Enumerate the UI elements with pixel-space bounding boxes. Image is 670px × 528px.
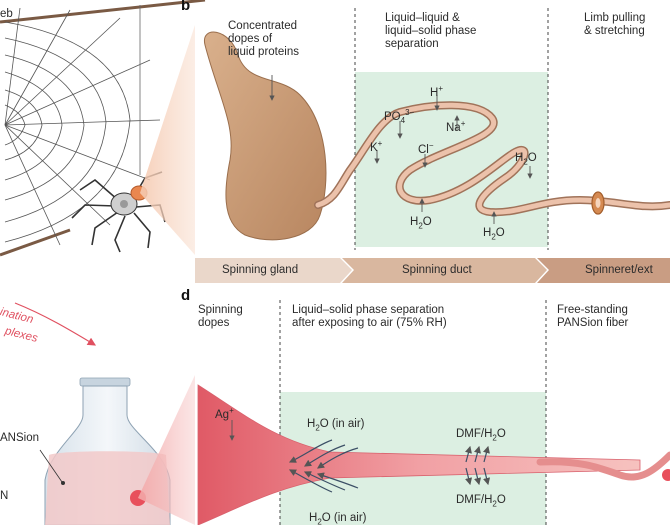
dopes-stage-header: Spinning dopes [198,304,243,329]
panel-c-n-label: N [0,490,9,502]
gland-stage-header: Concentrated dopes of liquid proteins [228,20,299,58]
ion-po4: PO43− [384,108,415,126]
panel-d-letter: d [181,287,191,304]
panel-b-diagram [195,8,670,283]
ion-cl-minus: Cl− [418,141,434,156]
water-label-2: H2O [410,216,432,231]
ion-h-plus: H+ [430,84,443,99]
h2o-in-air-top: H2O (in air) [307,418,365,433]
separation-stage-header: Liquid–solid phase separation after expo… [292,304,447,329]
dmf-h2o-top: DMF/H2O [456,428,506,443]
panel-b-letter: b [181,0,191,14]
bar-spinneret: Spinneret/ext [585,264,653,276]
duct-stage-header: Liquid–liquid & liquid–solid phase separ… [385,12,477,50]
panel-c-pansion-label: ANSion [0,432,39,444]
panel-c-diagram [14,302,171,525]
water-label-1: H2O [515,152,537,167]
h2o-in-air-bottom: H2O (in air) [309,512,367,527]
water-label-3: H2O [483,227,505,242]
ag-plus-label: Ag+ [215,406,234,421]
magnification-beam-d [138,375,195,525]
bar-spinning-gland: Spinning gland [222,264,299,276]
panel-d-diagram [197,300,670,525]
fiber-stage-header: Free-standing PANSion fiber [557,304,629,329]
dmf-h2o-bottom: DMF/H2O [456,494,506,509]
spinneret-stage-header: Limb pulling & stretching [584,12,646,37]
magnification-beam-b [140,25,195,255]
ion-k-plus: K+ [370,139,383,154]
panel-a-web-label: eb [0,8,13,20]
bar-spinning-duct: Spinning duct [402,264,472,276]
ion-na-plus: Na+ [446,119,466,134]
